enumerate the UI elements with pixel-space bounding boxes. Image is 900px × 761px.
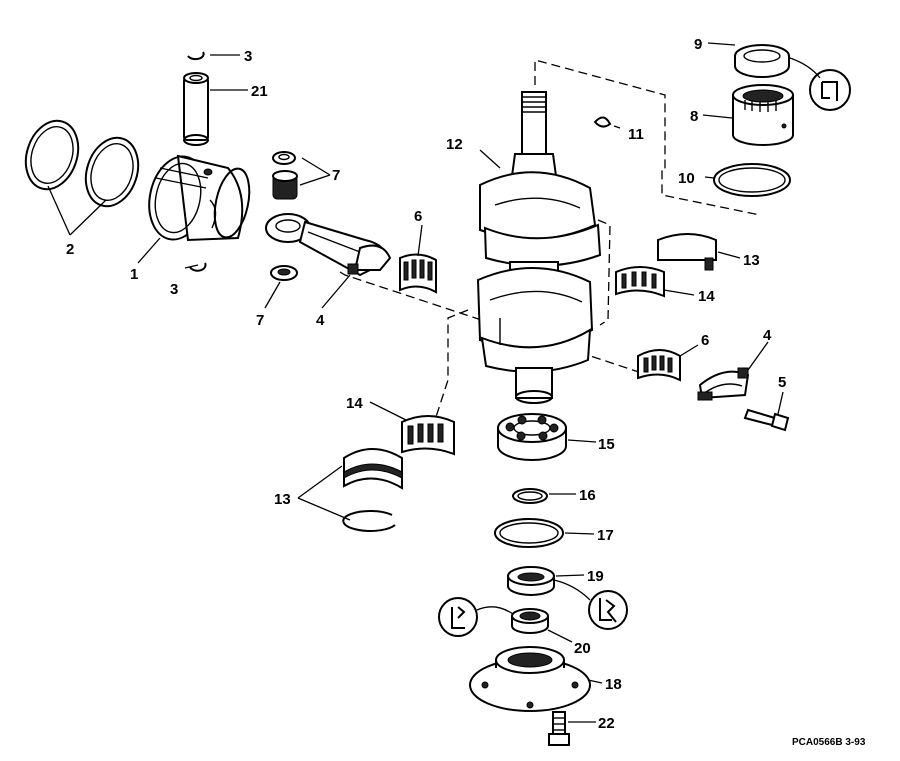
oil-seal-bottom — [507, 566, 555, 596]
ball-bearing — [497, 413, 567, 461]
callout-5: 5 — [778, 374, 786, 391]
callout-14-left: 14 — [346, 395, 363, 412]
connecting-rod — [265, 213, 392, 277]
lubricant-symbol-right — [553, 579, 628, 630]
bearing-race-left — [343, 448, 403, 490]
callout-13-right: 13 — [743, 252, 760, 269]
bearing-cage-right — [615, 266, 665, 298]
woodruff-key — [593, 116, 612, 128]
callout-8: 8 — [690, 108, 698, 125]
callout-16: 16 — [579, 487, 596, 504]
callout-10: 10 — [678, 170, 695, 187]
callout-21: 21 — [251, 83, 268, 100]
o-ring-bottom — [494, 518, 564, 548]
callout-11: 11 — [628, 126, 644, 143]
lubricant-symbol-top — [789, 57, 851, 111]
leader-lines — [47, 42, 784, 723]
o-ring-top — [713, 163, 791, 197]
callout-15: 15 — [598, 436, 615, 453]
retaining-clips — [187, 51, 207, 272]
rod-bolt — [743, 408, 790, 432]
callout-18: 18 — [605, 676, 622, 693]
needle-bearing-set — [270, 151, 298, 281]
callout-17: 17 — [597, 527, 614, 544]
callout-3-top: 3 — [244, 48, 252, 65]
rod-cap — [697, 367, 750, 401]
housing-bolt — [548, 711, 570, 746]
callout-6-right: 6 — [701, 332, 709, 349]
callout-9: 9 — [694, 36, 702, 53]
bearing-cage-bottom-left — [401, 415, 455, 456]
piston-rings — [24, 119, 140, 208]
callout-4-rod: 4 — [316, 312, 325, 329]
callout-labels: 1 2 3 3 4 4 5 6 6 7 7 8 9 10 11 12 13 13… — [66, 36, 786, 732]
lower-bearing-housing — [469, 646, 591, 712]
bearing-cage-left — [399, 253, 437, 294]
roller-bearing — [732, 84, 794, 146]
callout-22: 22 — [598, 715, 615, 732]
callout-1: 1 — [130, 266, 138, 283]
callout-6-left: 6 — [414, 208, 422, 225]
drawing-reference: PCA0566B 3-93 — [792, 737, 866, 748]
sealant-symbol-left — [438, 597, 514, 637]
oil-seal-top — [734, 44, 790, 78]
callout-20: 20 — [574, 640, 591, 657]
piston — [148, 154, 251, 242]
wrist-pin — [183, 72, 209, 146]
callout-2: 2 — [66, 241, 74, 258]
snap-ring — [512, 488, 548, 504]
callout-19: 19 — [587, 568, 604, 585]
callout-7-bottom: 7 — [256, 312, 264, 329]
callout-14-right: 14 — [698, 288, 715, 305]
retaining-ring — [342, 509, 396, 532]
crankshaft — [476, 91, 602, 404]
callout-13-left: 13 — [274, 491, 291, 508]
bearing-cage-lower — [637, 349, 681, 382]
bearing-race-right — [657, 233, 717, 271]
callout-7-top: 7 — [332, 167, 340, 184]
callout-3-bottom: 3 — [170, 281, 178, 298]
oil-seal-small — [511, 608, 549, 634]
callout-4-cap: 4 — [763, 327, 772, 344]
callout-12: 12 — [446, 136, 463, 153]
